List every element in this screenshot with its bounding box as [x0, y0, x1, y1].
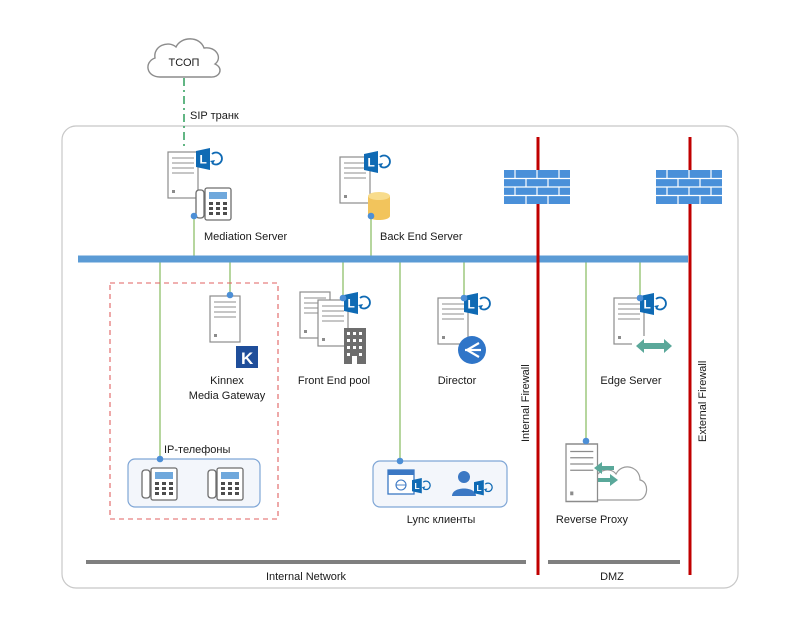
server-icon — [317, 299, 349, 347]
reverse-proxy-label: Reverse Proxy — [556, 514, 629, 526]
sip-trunk-label: SIP транк — [190, 110, 239, 122]
browser-window-icon — [387, 469, 415, 495]
mediation-server[interactable]: Mediation Server — [167, 147, 287, 243]
lync-clients[interactable]: Lync клиенты — [372, 457, 508, 526]
lync-logo-icon — [195, 147, 223, 171]
front-end-pool-label: Front End pool — [298, 375, 370, 387]
edge-arrow-icon — [594, 462, 618, 486]
backend-server-label: Back End Server — [380, 231, 463, 243]
server-icon — [565, 443, 599, 503]
lync-logo-icon — [463, 292, 491, 316]
backend-server[interactable]: Back End Server — [339, 150, 463, 243]
director-arrow-icon — [458, 336, 486, 364]
desk-phone-icon — [195, 187, 232, 221]
building-icon — [344, 328, 366, 364]
kinnex-label-line2: Media Gateway — [189, 390, 266, 402]
svg-text:K: K — [241, 349, 254, 368]
mediation-server-label: Mediation Server — [204, 231, 287, 243]
server-icon — [167, 151, 199, 199]
director-server[interactable]: Director — [437, 292, 491, 387]
external-firewall-label: External Firewall — [697, 361, 709, 442]
external-firewall-brick-icon — [655, 169, 723, 205]
reverse-proxy[interactable]: Reverse Proxy — [556, 437, 648, 526]
ip-phones[interactable]: IP-телефоны — [127, 444, 261, 508]
lync-logo-icon — [343, 291, 371, 315]
cloud-label: ТСОП — [169, 57, 200, 69]
sip-trunk-label-bg — [186, 108, 244, 122]
server-icon — [437, 297, 469, 345]
internal-firewall-brick-icon — [503, 169, 571, 205]
director-label: Director — [438, 375, 477, 387]
lync-logo-icon — [639, 292, 667, 316]
edge-server-label: Edge Server — [600, 375, 661, 387]
edge-server[interactable]: Edge Server — [600, 292, 676, 387]
lync-clients-label: Lync клиенты — [407, 514, 476, 526]
dmz-label: DMZ — [600, 571, 624, 583]
ip-phones-group-box — [109, 282, 279, 520]
kinnex-label-line1: Kinnex — [210, 375, 244, 387]
ip-phones-label: IP-телефоны — [164, 444, 231, 456]
edge-arrow-icon — [632, 336, 676, 356]
network-links — [159, 217, 641, 458]
internal-firewall-label: Internal Firewall — [520, 364, 532, 442]
front-end-pool[interactable]: Front End pool — [298, 291, 371, 387]
internal-network-label: Internal Network — [266, 571, 347, 583]
lync-logo-icon — [363, 150, 391, 174]
cloud-icon: ТСОП — [147, 38, 221, 78]
kinnex-logo-icon: K — [236, 346, 258, 368]
desk-phone-icon — [207, 467, 244, 501]
kinnex-media-gateway[interactable]: K Kinnex Media Gateway — [189, 291, 266, 402]
server-icon — [209, 295, 241, 343]
desk-phone-icon — [141, 467, 178, 501]
network-frame — [61, 125, 739, 589]
user-icon — [452, 471, 476, 496]
